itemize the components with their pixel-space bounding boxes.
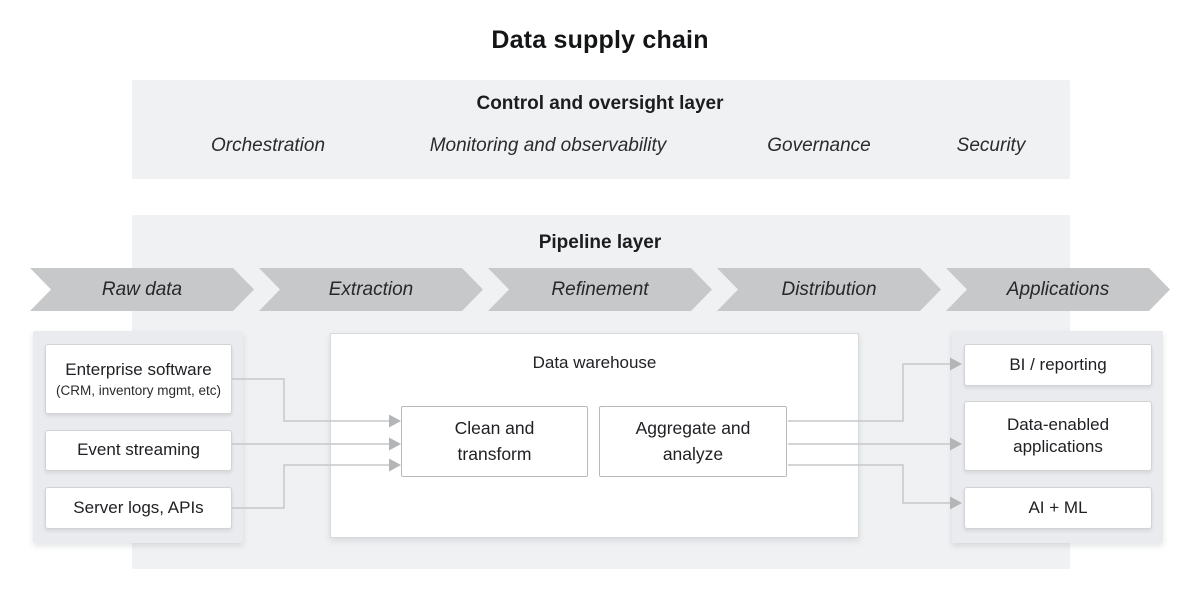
control-item-security: Security <box>956 135 1026 156</box>
source-label: Enterprise software <box>65 359 212 379</box>
source-sublabel: (CRM, inventory mgmt, etc) <box>55 382 222 398</box>
source-label: Server logs, APIs <box>73 497 204 517</box>
stage-chevron-raw-data: Raw data <box>30 268 254 311</box>
source-box-server-logs-apis: Server logs, APIs <box>45 487 232 529</box>
output-label: BI / reporting <box>1009 354 1107 374</box>
output-box-data-enabled-applications: Data-enabled applications <box>964 401 1152 471</box>
step-label: Aggregate and analyze <box>635 418 751 464</box>
output-box-bi-reporting: BI / reporting <box>964 344 1152 386</box>
stage-chevron-distribution: Distribution <box>717 268 941 311</box>
source-label: Event streaming <box>77 440 200 460</box>
step-box-aggregate-analyze: Aggregate and analyze <box>599 406 787 477</box>
step-box-clean-transform: Clean and transform <box>401 406 588 477</box>
page-title: Data supply chain <box>491 26 709 54</box>
source-box-enterprise-software: Enterprise software (CRM, inventory mgmt… <box>45 344 232 414</box>
output-label: Data-enabled applications <box>1006 414 1110 456</box>
output-label: AI + ML <box>1028 497 1088 517</box>
stage-chevron-refinement: Refinement <box>488 268 712 311</box>
step-label: Clean and transform <box>454 418 535 464</box>
control-item-governance: Governance <box>767 135 871 156</box>
control-panel-title: Control and oversight layer <box>476 93 724 114</box>
output-box-ai-ml: AI + ML <box>964 487 1152 529</box>
control-item-orchestration: Orchestration <box>210 135 326 156</box>
stage-chevron-applications: Applications <box>946 268 1170 311</box>
pipeline-panel-title: Pipeline layer <box>538 232 662 253</box>
control-item-monitoring-observability: Monitoring and observability <box>429 135 667 156</box>
data-warehouse-title: Data warehouse <box>532 353 657 372</box>
control-oversight-panel <box>132 80 1070 179</box>
stage-chevron-extraction: Extraction <box>259 268 483 311</box>
source-box-event-streaming: Event streaming <box>45 430 232 471</box>
